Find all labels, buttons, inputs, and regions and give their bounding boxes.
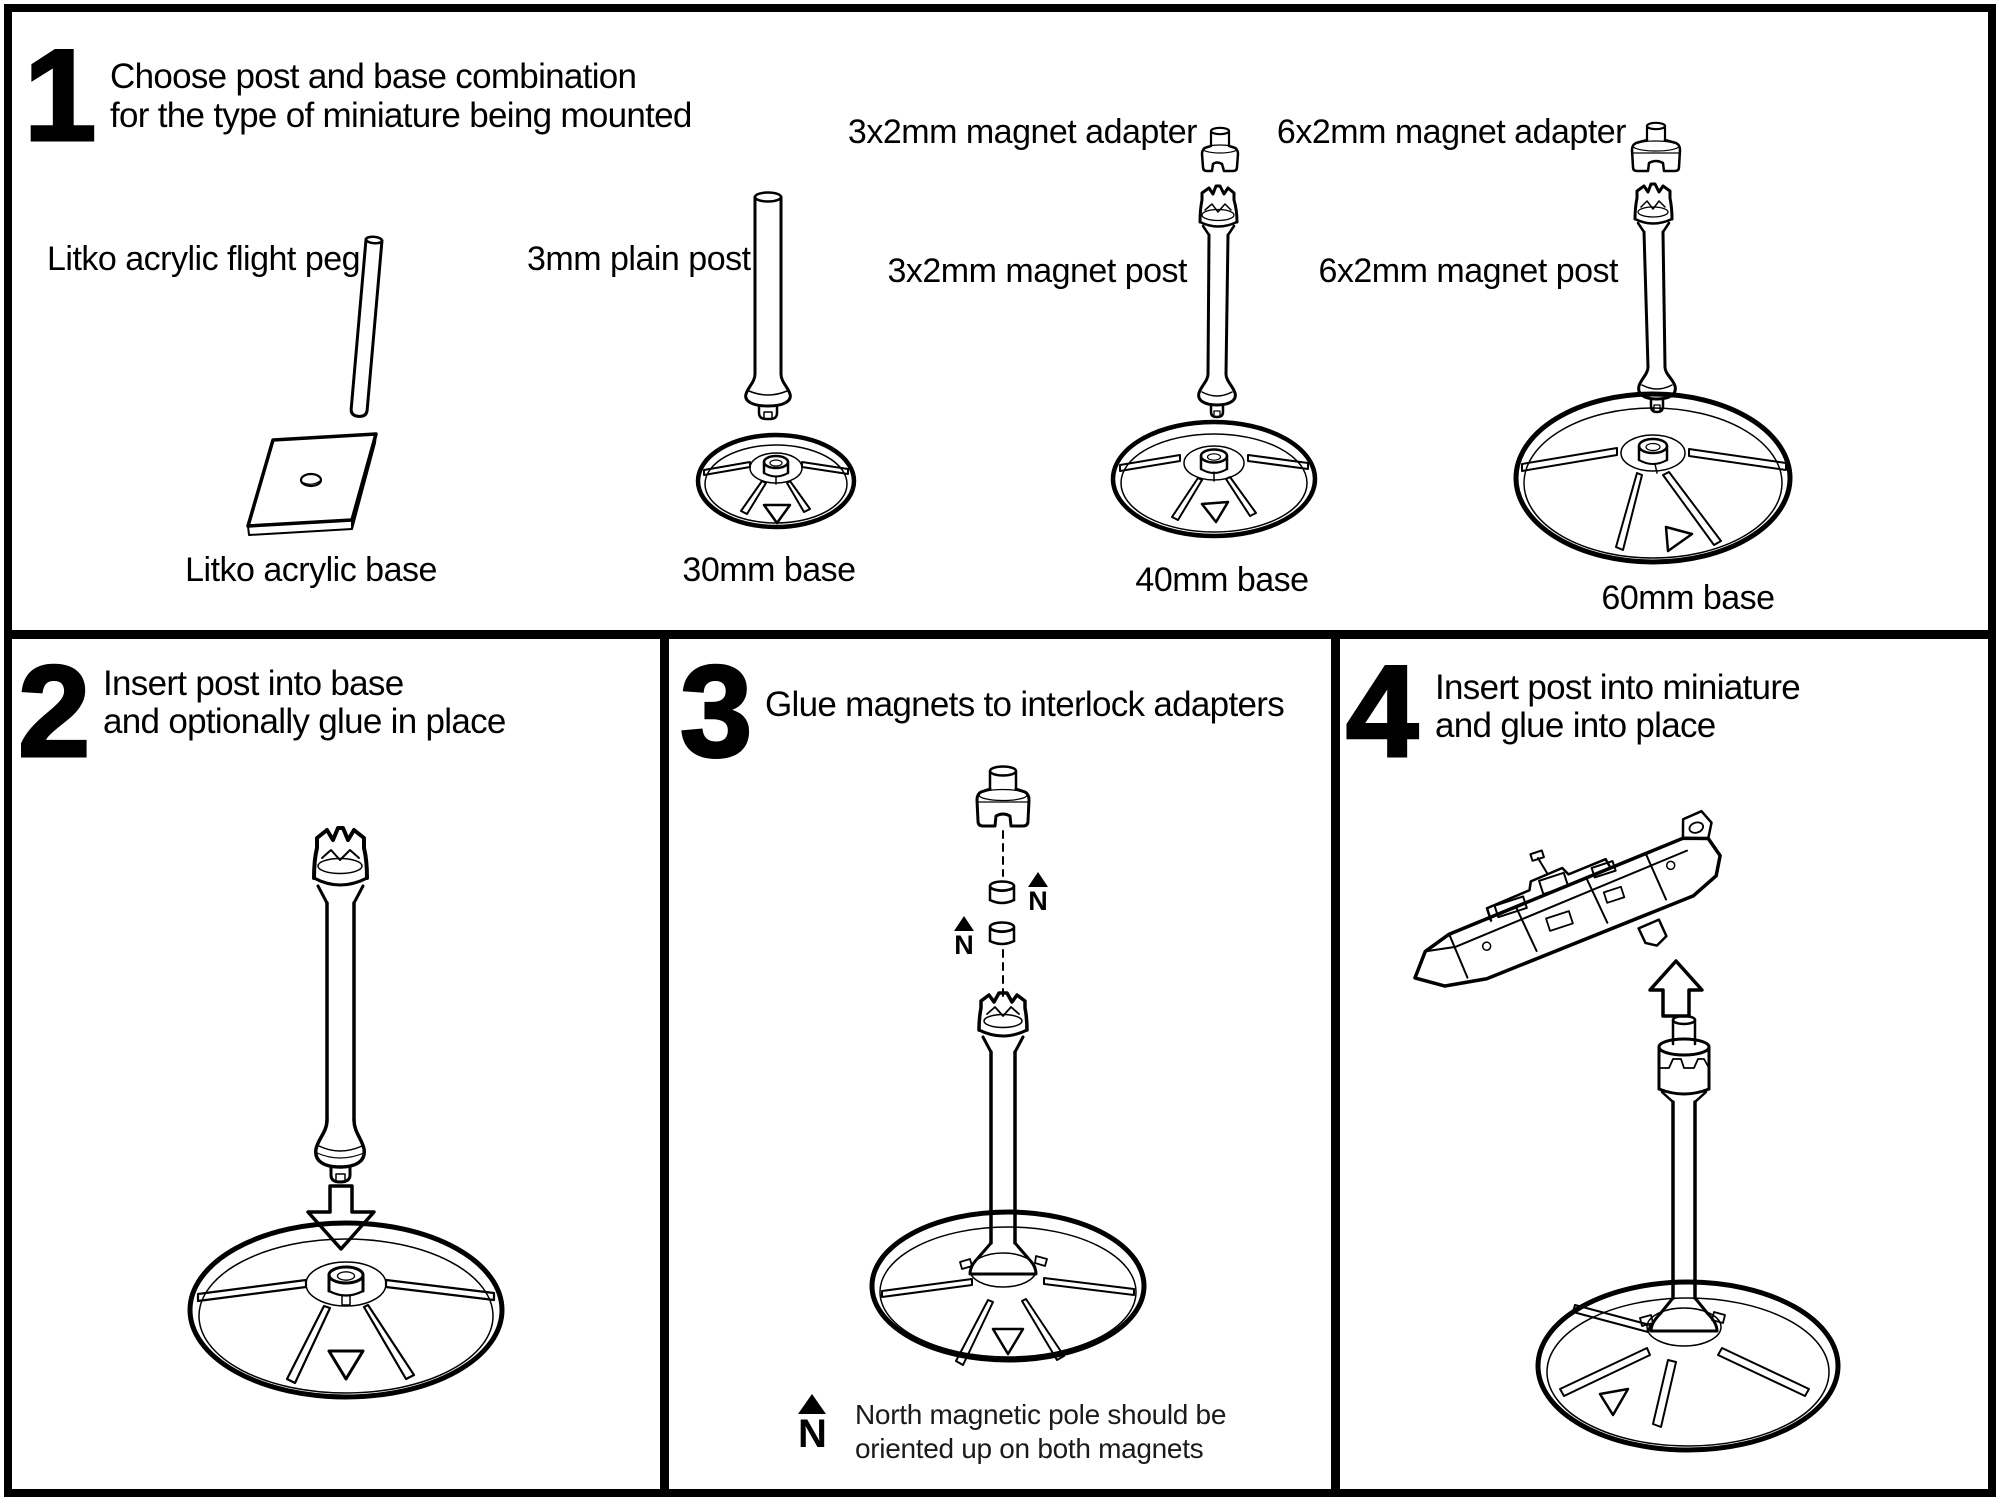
step-1-title-line-2: for the type of miniature being mounted	[110, 96, 692, 135]
note-line-2: oriented up on both magnets	[855, 1433, 1204, 1464]
magnet-top-drawing	[988, 880, 1016, 905]
label-magnet-post-6x2: 6x2mm magnet post	[1318, 252, 1618, 290]
step-3-title-line-1: Glue magnets to interlock adapters	[765, 685, 1285, 724]
step-1-number: 1	[22, 22, 97, 168]
post-drawing	[312, 826, 369, 1184]
flight-base-drawing	[187, 1220, 505, 1400]
interlock-adapter-drawing	[975, 765, 1031, 828]
step-4-title-line-1: Insert post into miniature	[1435, 668, 1801, 707]
magnet-bottom-drawing	[988, 921, 1016, 946]
horizontal-divider	[4, 630, 1996, 639]
label-flight-peg: Litko acrylic flight peg	[47, 240, 361, 278]
down-arrow-icon	[306, 1184, 376, 1251]
stand-base-drawing	[1535, 1279, 1841, 1453]
north-letter: N	[798, 1412, 827, 1456]
note-line-1: North magnetic pole should be	[855, 1399, 1227, 1430]
label-base-40mm: 40mm base	[1135, 561, 1309, 599]
label-magnet-adapter-3x2: 3x2mm magnet adapter	[847, 113, 1198, 151]
north-arrow-icon	[1028, 872, 1048, 887]
north-arrow-upper: N	[1028, 872, 1048, 915]
base-30mm-drawing	[695, 432, 857, 530]
north-arrow-icon	[954, 916, 974, 931]
north-arrow-lower: N	[954, 916, 974, 959]
step-4-title-line-2: and glue into place	[1435, 706, 1716, 745]
assembled-stand-drawing	[869, 991, 1147, 1366]
magnet-post-3x2-drawing	[1197, 184, 1239, 419]
label-plain-post: 3mm plain post	[527, 240, 751, 278]
plain-post-drawing	[744, 191, 792, 421]
magnet-adapter-3x2-drawing	[1200, 126, 1240, 173]
step-2-title-line-1: Insert post into base	[103, 664, 404, 703]
base-40mm-drawing	[1110, 419, 1318, 539]
magnet-post-6x2-drawing	[1633, 182, 1677, 414]
outer-frame	[4, 4, 1996, 1497]
acrylic-base-drawing	[246, 432, 378, 536]
step-2-number: 2	[16, 638, 91, 784]
step-4-number: 4	[1344, 638, 1419, 784]
step-1-title-line-1: Choose post and base combination	[110, 57, 637, 96]
note-north-icon: N	[798, 1394, 827, 1456]
vertical-divider-2	[1331, 630, 1340, 1497]
step-2-title-line-2: and optionally glue in place	[103, 702, 506, 741]
step-3-number: 3	[678, 638, 753, 784]
label-acrylic-base: Litko acrylic base	[185, 551, 437, 589]
flight-peg-drawing	[349, 235, 384, 418]
post-with-adapter-drawing	[1639, 1014, 1726, 1347]
label-base-60mm: 60mm base	[1601, 579, 1775, 617]
label-magnet-adapter-6x2: 6x2mm magnet adapter	[1276, 113, 1627, 151]
label-base-30mm: 30mm base	[682, 551, 856, 589]
spaceship-miniature-drawing	[1413, 809, 1722, 988]
north-letter: N	[954, 930, 974, 960]
magnet-adapter-6x2-drawing	[1630, 121, 1682, 173]
base-60mm-drawing	[1513, 391, 1793, 565]
north-arrow-icon	[798, 1394, 827, 1414]
north-letter: N	[1028, 886, 1048, 916]
vertical-divider-1	[660, 630, 669, 1497]
label-magnet-post-3x2: 3x2mm magnet post	[887, 252, 1187, 290]
